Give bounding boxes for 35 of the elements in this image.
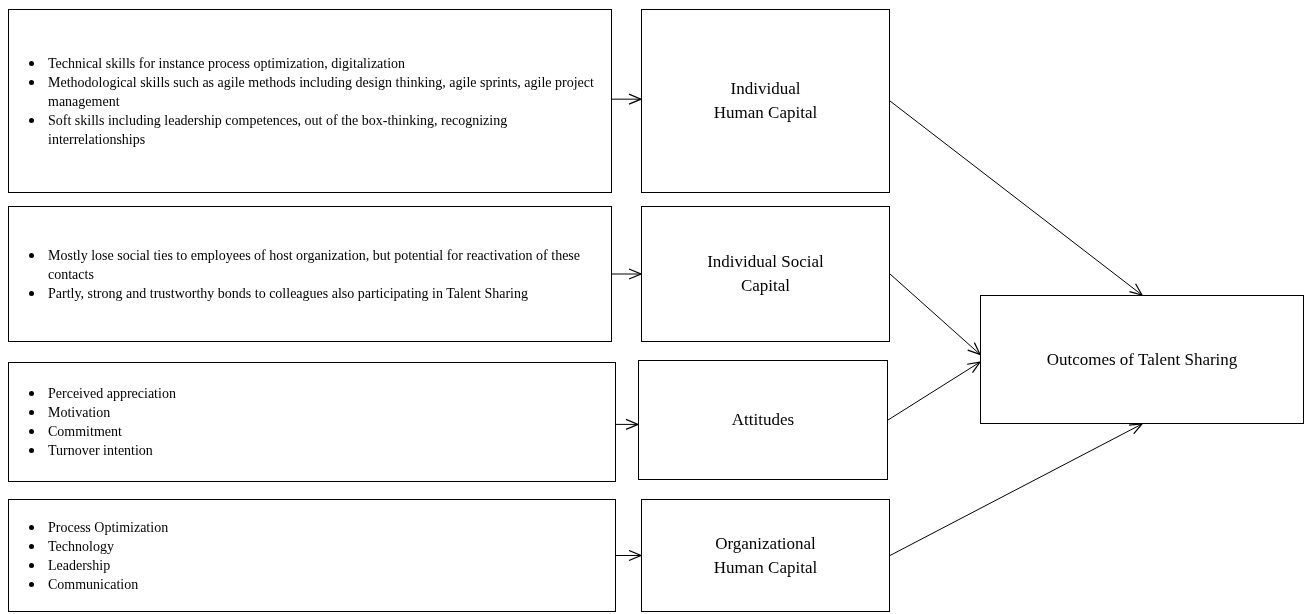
bullet-text: Commitment <box>48 423 122 441</box>
arrow <box>611 268 642 280</box>
bullet-text: Process Optimization <box>48 518 169 537</box>
bullet-text: Partly, strong and trustworthy bonds to colleagues also participating in Talent Sharing <box>48 284 528 303</box>
concept-box <box>980 295 1304 424</box>
box-label: Individual Social Capital <box>706 251 825 297</box>
bullet-text: Methodological skills such as agile methods including design thinking, agile sprints, agile project management <box>48 73 595 111</box>
box-label: Attitudes <box>731 409 795 431</box>
box-label: Individual Human Capital <box>712 78 819 124</box>
bullet-text: Motivation <box>48 404 111 422</box>
arrow <box>615 418 639 430</box>
bullet-text: Soft skills including leadership competences, out of the box-thinking, recognizing interrelationships <box>48 111 509 149</box>
bullet-text: Communication <box>48 575 139 594</box>
text-box <box>8 362 616 482</box>
bullet-text: Technology <box>48 537 114 556</box>
arrow <box>889 100 1143 296</box>
box-label: Outcomes of Talent Sharing <box>1046 348 1238 371</box>
bullet-text: Leadership <box>48 556 111 575</box>
arrow <box>889 273 981 355</box>
text-box <box>8 499 616 612</box>
bullet-text: Perceived appreciation <box>48 385 176 403</box>
arrow <box>889 423 1143 556</box>
text-box <box>8 9 612 193</box>
arrow <box>887 361 981 421</box>
arrow <box>615 549 642 562</box>
bullet-text: Mostly lose social ties to employees of host organization, but potential for reactivation of these contacts <box>48 246 581 284</box>
concept-box <box>641 9 890 193</box>
bullet-text: Technical skills for instance process optimization, digitalization <box>48 54 406 73</box>
bullet-text: Turnover intention <box>48 442 153 460</box>
arrow <box>611 93 642 105</box>
concept-box <box>641 206 890 342</box>
box-label: Organizational Human Capital <box>712 532 819 579</box>
concept-box <box>641 499 890 612</box>
concept-box <box>638 360 888 480</box>
text-box <box>8 206 612 342</box>
